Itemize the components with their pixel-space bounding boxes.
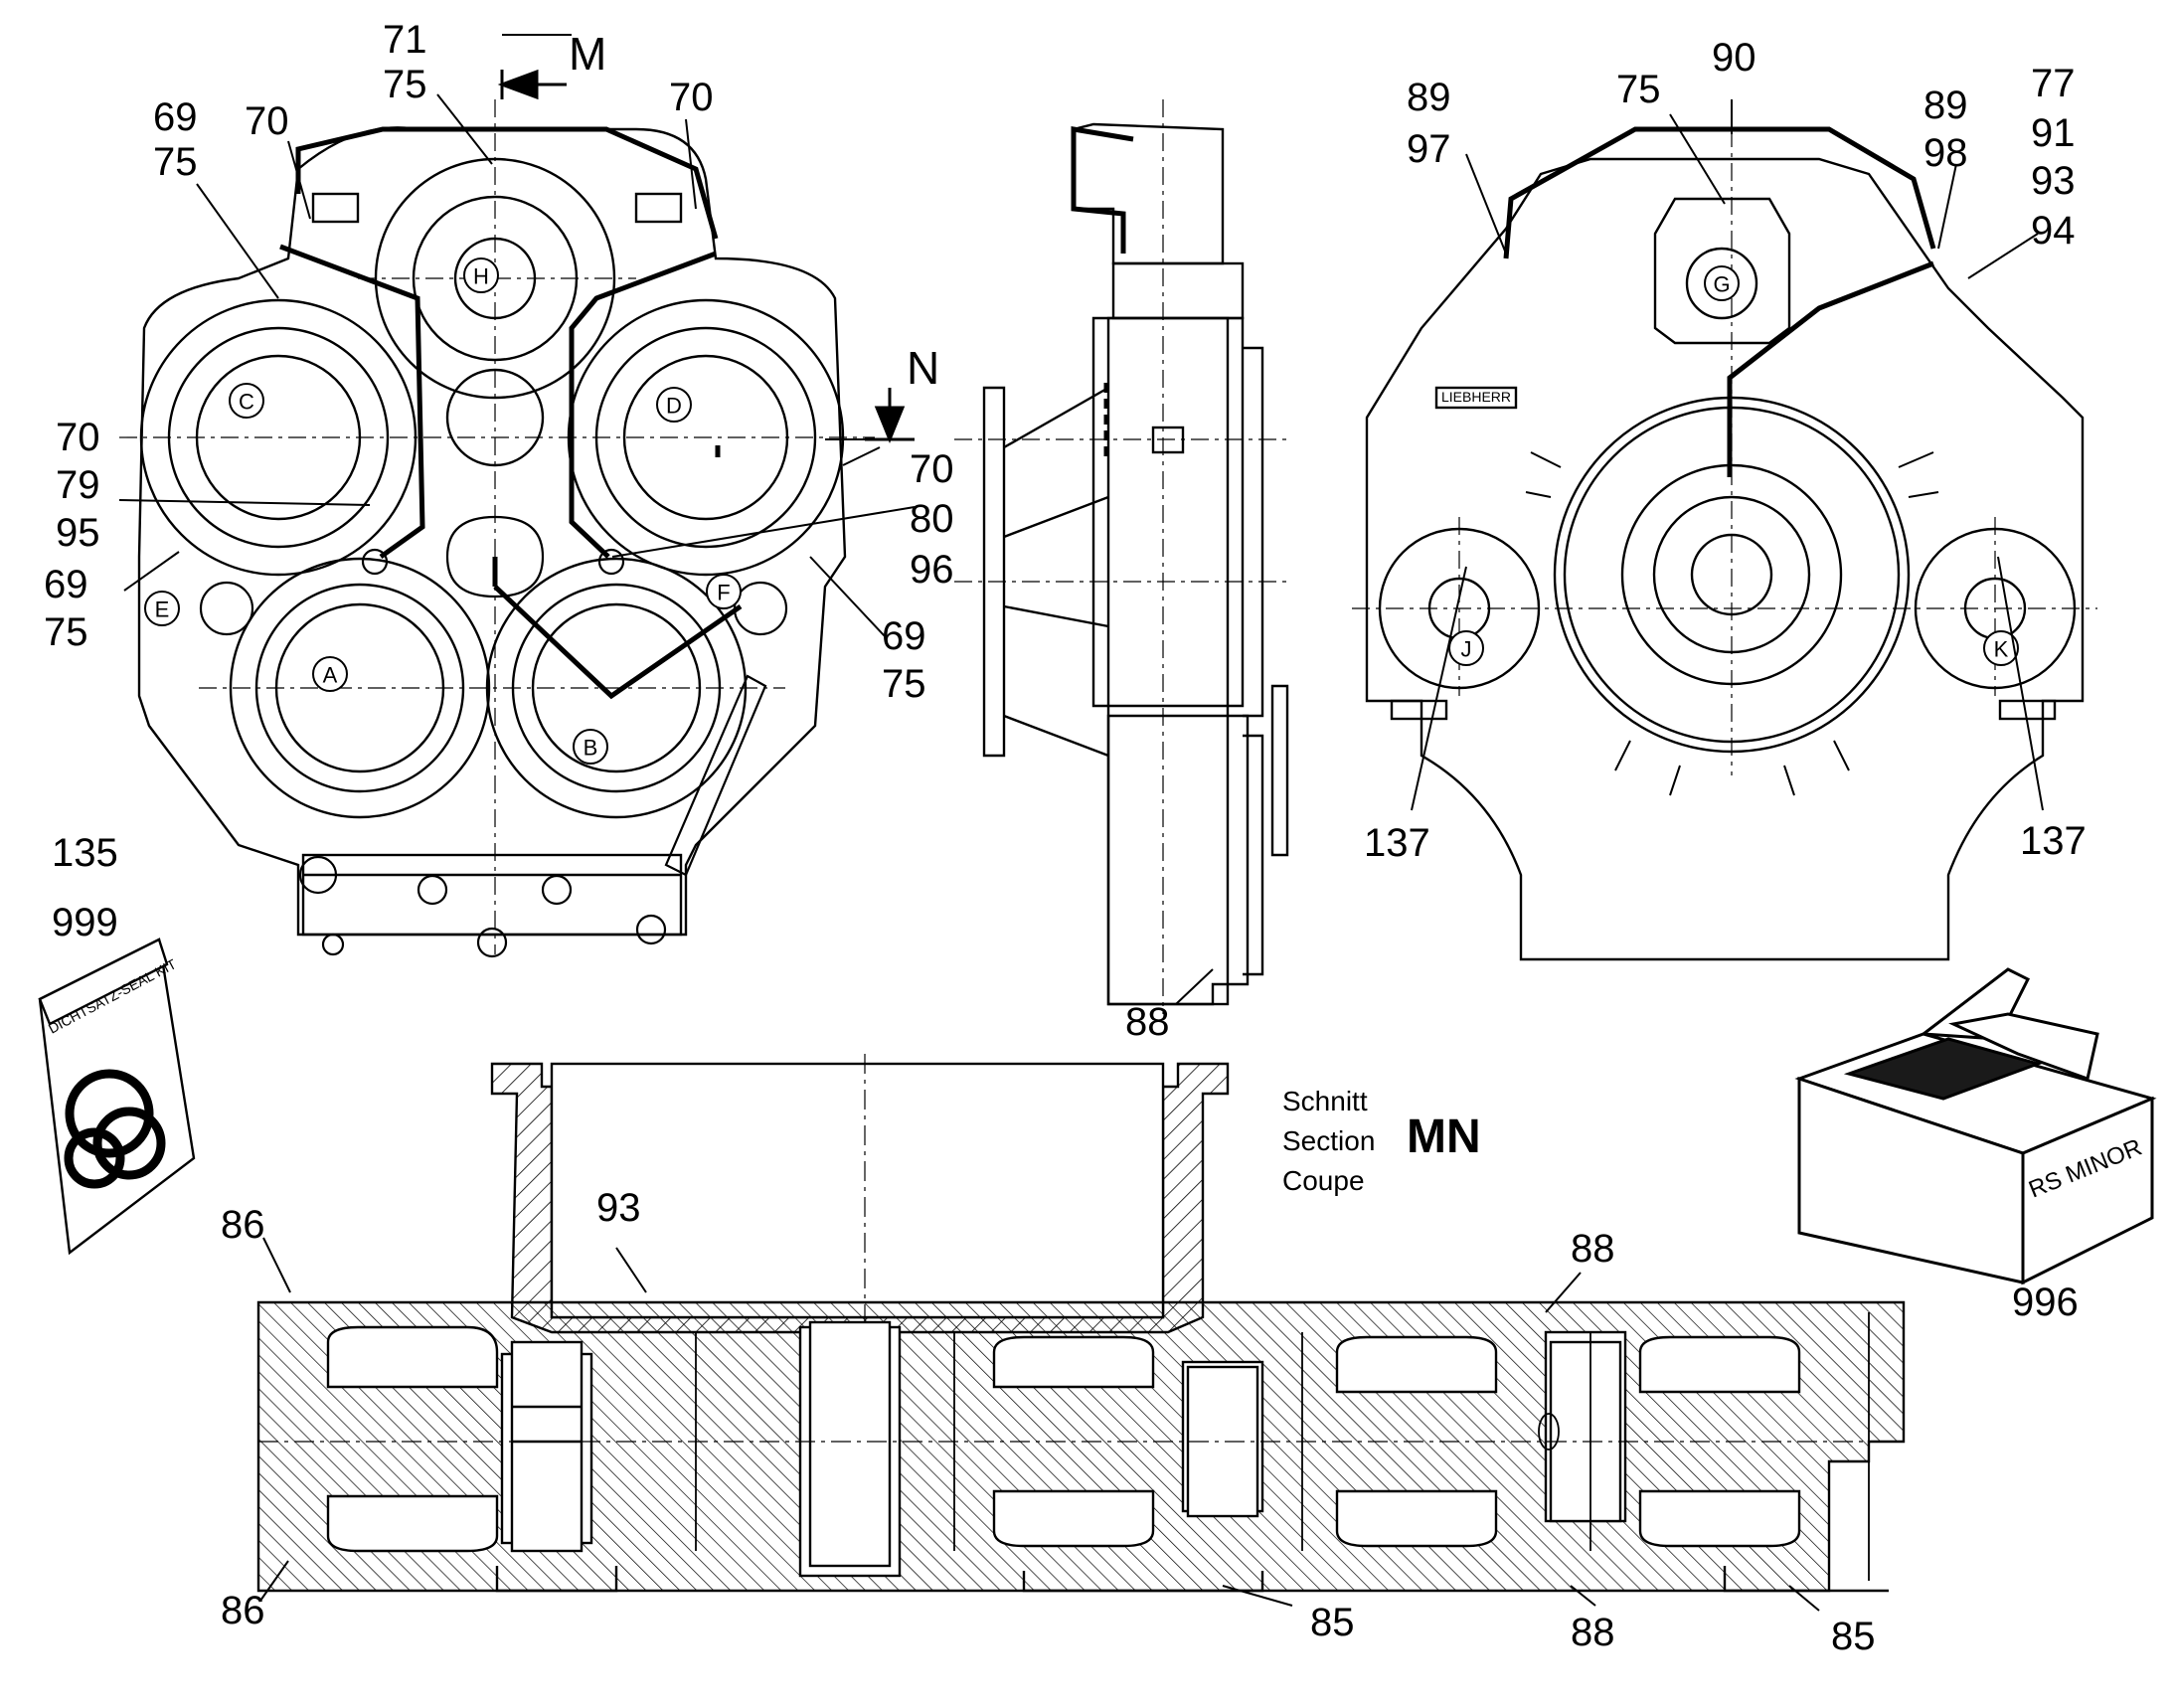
gear-letter-b: B	[584, 736, 598, 761]
callout-69: 69	[153, 95, 198, 139]
section-marker-n: N	[907, 342, 940, 394]
front-oil-pipes	[279, 126, 743, 700]
callout-97: 97	[1407, 127, 1451, 171]
section-arrow-n	[865, 388, 915, 443]
callout-98: 98	[1923, 131, 1968, 175]
callout-85: 85	[1310, 1601, 1355, 1644]
front-letter-circles	[144, 257, 742, 765]
gear-letter-j: J	[1461, 637, 1472, 662]
callout-93: 93	[596, 1186, 641, 1230]
callout-96: 96	[910, 548, 954, 592]
gear-letter-c: C	[239, 390, 254, 415]
callout-93: 93	[2031, 159, 2076, 203]
side-oil-pipe	[1071, 126, 1134, 457]
rear-centerlines	[1352, 129, 2097, 775]
front-small-parts	[199, 515, 788, 958]
callout-75: 75	[1616, 68, 1661, 111]
callout-88: 88	[1571, 1227, 1615, 1271]
section-arrow-m	[497, 69, 567, 100]
callout-135: 135	[52, 831, 118, 875]
callout-77: 77	[2031, 62, 2076, 105]
section-leader-lines	[259, 1237, 1820, 1612]
callout-89: 89	[1407, 76, 1451, 119]
rear-oil-pipes	[1503, 126, 1936, 477]
gear-letter-h: H	[473, 264, 489, 289]
callout-70: 70	[910, 447, 954, 491]
rear-letter-circles	[1448, 265, 2019, 666]
front-view-housing	[137, 126, 847, 937]
callout-85: 85	[1831, 1615, 1876, 1658]
callout-86: 86	[221, 1203, 265, 1247]
callout-94: 94	[2031, 209, 2076, 253]
callout-69: 69	[44, 563, 88, 606]
callout-70: 70	[245, 99, 289, 143]
callout-95: 95	[56, 511, 100, 555]
callout-75: 75	[383, 63, 427, 106]
gear-letter-e: E	[155, 598, 170, 622]
parts-box: RS MINOR	[1794, 967, 2157, 1285]
rear-fins	[1525, 451, 1939, 796]
front-leader-lines	[118, 34, 916, 637]
section-title-code: MN	[1407, 1110, 1481, 1163]
section-title-line-3: Coupe	[1282, 1165, 1365, 1196]
callout-91: 91	[2031, 111, 2076, 155]
front-centerlines	[119, 99, 875, 954]
rear-leader-lines	[1411, 99, 2044, 811]
section-marker-m: M	[569, 28, 607, 80]
callout-75: 75	[44, 610, 88, 654]
side-centerlines	[954, 99, 1292, 1014]
gear-letter-a: A	[323, 663, 338, 688]
seal-kit-bag: DICHTSATZ-SEAL KIT	[38, 938, 196, 1256]
gear-letter-d: D	[666, 394, 682, 419]
callout-90: 90	[1712, 36, 1756, 80]
brand-plate-text: LIEBHERR	[1441, 389, 1511, 405]
section-title-line-1: Schnitt	[1282, 1086, 1368, 1116]
section-mn	[256, 1054, 1906, 1593]
side-view-housing	[982, 122, 1289, 1006]
callout-80: 80	[910, 497, 954, 541]
callout-137: 137	[2020, 819, 2087, 863]
callout-69: 69	[882, 614, 926, 658]
callout-79: 79	[56, 463, 100, 507]
side-leader-lines	[1175, 968, 1214, 1005]
gear-letter-g: G	[1713, 272, 1730, 297]
callout-70: 70	[669, 76, 714, 119]
front-gear-letters: H C D E F A B	[155, 264, 731, 761]
callout-996: 996	[2012, 1281, 2079, 1324]
callout-86: 86	[221, 1589, 265, 1632]
callout-89: 89	[1923, 84, 1968, 127]
gear-letter-k: K	[1994, 637, 2009, 662]
callout-71: 71	[383, 18, 427, 62]
callout-137: 137	[1364, 821, 1430, 865]
callout-70: 70	[56, 416, 100, 459]
section-title-line-2: Section	[1282, 1125, 1376, 1156]
rear-gear-letters: G J K	[1461, 272, 2009, 662]
callout-75: 75	[153, 140, 198, 184]
callout-88: 88	[1125, 1000, 1170, 1044]
callout-999: 999	[52, 901, 118, 944]
callout-75: 75	[882, 662, 926, 706]
gear-letter-f: F	[717, 581, 730, 605]
callout-88: 88	[1571, 1611, 1615, 1654]
